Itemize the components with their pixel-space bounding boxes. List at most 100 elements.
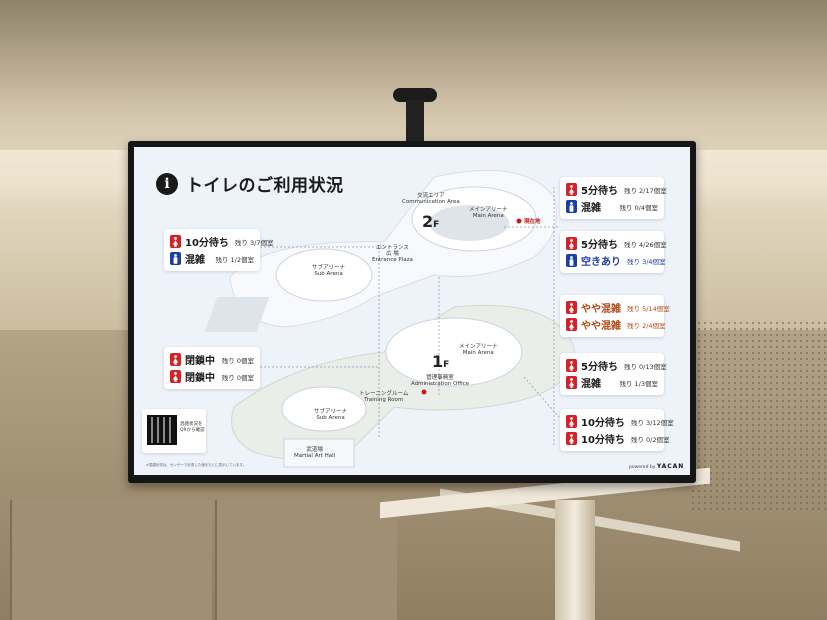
toilet-status-label: やや混雑 (581, 321, 621, 332)
toilet-status-card-1f-right-middle: 5分待ち残り 0/13個室混雑 残り 1/3個室 (560, 353, 667, 395)
wall-panel (10, 500, 212, 620)
toilet-status-row: 閉鎖中残り 0個室 (170, 351, 254, 368)
toilet-remaining-stalls: 残り 1/2個室 (215, 255, 254, 264)
map-1f-sub-arena (281, 386, 367, 432)
mount-pole (406, 100, 424, 144)
toilet-status-label: 閉鎖中 (185, 373, 215, 384)
female-toilet-icon (170, 370, 181, 383)
toilet-status-row: 混雑 残り 0/4個室 (566, 198, 658, 215)
toilet-status-label: やや混雑 (581, 304, 621, 315)
qr-code[interactable] (147, 415, 177, 445)
mesh-panel (690, 320, 827, 510)
toilet-status-row: 10分待ち残り 3/12個室 (566, 413, 674, 430)
info-icon: i (156, 172, 178, 195)
toilet-status-label: 5分待ち (581, 362, 618, 373)
toilet-status-row: やや混雑残り 2/4個室 (566, 316, 666, 333)
toilet-remaining-stalls: 残り 4/26個室 (623, 240, 667, 249)
toilet-status-label: 混雑 (185, 255, 205, 266)
floor-map (204, 169, 575, 468)
male-toilet-icon (566, 254, 577, 267)
toilet-status-row: 5分待ち残り 0/13個室 (566, 357, 667, 374)
toilet-status-row: 混雑 残り 1/2個室 (170, 250, 254, 267)
toilet-status-row: 混雑 残り 1/3個室 (566, 374, 658, 391)
current-location-dot (516, 218, 522, 224)
toilet-remaining-stalls: 残り 2/4個室 (627, 321, 666, 330)
wall-panel (215, 500, 397, 620)
map-1f-platform (231, 304, 575, 459)
toilet-remaining-stalls: 残り 0/2個室 (630, 435, 670, 444)
female-toilet-icon (566, 359, 577, 372)
toilet-status-card-2f-right-bottom: 5分待ち残り 4/26個室空きあり残り 3/4個室 (560, 231, 667, 273)
toilet-status-row: 閉鎖中残り 0個室 (170, 368, 254, 385)
toilet-status-card-2f-right-top: 5分待ち残り 2/17個室混雑 残り 0/4個室 (560, 177, 667, 219)
toilet-status-label: 5分待ち (581, 186, 618, 197)
female-toilet-icon (566, 432, 577, 445)
current-location-label: 現在地 (524, 219, 541, 225)
female-toilet-icon (566, 376, 577, 389)
sign-title: トイレのご利用状況 (186, 176, 344, 196)
toilet-status-row: 5分待ち残り 2/17個室 (566, 181, 667, 198)
toilet-status-row: 5分待ち残り 4/26個室 (566, 235, 667, 252)
toilet-remaining-stalls: 残り 1/3個室 (619, 379, 658, 388)
toilet-status-label: 混雑 (581, 379, 601, 390)
toilet-status-label: 混雑 (581, 203, 601, 214)
connector-line (523, 376, 560, 418)
toilet-remaining-stalls: 残り 0個室 (221, 373, 254, 382)
toilet-status-row: 10分待ち残り 0/2個室 (566, 430, 669, 447)
toilet-status-row: 空きあり残り 3/4個室 (566, 252, 666, 269)
toilet-status-row: 10分待ち残り 3/7個室 (170, 233, 273, 250)
pillar (555, 500, 595, 620)
toilet-remaining-stalls: 残り 3/4個室 (627, 257, 666, 266)
toilet-status-label: 閉鎖中 (185, 356, 215, 367)
toilet-remaining-stalls: 残り 0/13個室 (623, 362, 667, 371)
floor-label-2f: 2F (422, 212, 440, 231)
toilet-remaining-stalls: 残り 3/12個室 (630, 418, 674, 427)
female-toilet-icon (566, 301, 577, 314)
female-toilet-icon (566, 183, 577, 196)
toilet-status-label: 10分待ち (581, 435, 625, 446)
toilet-remaining-stalls: 残り 5/14個室 (627, 304, 670, 313)
female-toilet-icon (566, 318, 577, 331)
sign-header: i トイレのご利用状況 (156, 171, 344, 196)
toilet-remaining-stalls: 残り 0個室 (221, 356, 254, 365)
floor-label-1f: 1F (432, 352, 450, 371)
map-1f-main-arena (385, 317, 523, 387)
current-location-dot (421, 389, 427, 395)
female-toilet-icon (170, 353, 181, 366)
footnote: ※混雑状況は、センサーで計測した値をもとに表示しています。 (146, 463, 247, 467)
brand-logo: YACAN (656, 463, 685, 470)
toilet-remaining-stalls: 残り 0/4個室 (619, 203, 658, 212)
female-toilet-icon (566, 415, 577, 428)
toilet-status-label: 10分待ち (185, 238, 229, 249)
female-toilet-icon (566, 237, 577, 250)
toilet-status-card-1f-left: 閉鎖中残り 0個室閉鎖中残り 0個室 (164, 347, 260, 389)
male-toilet-icon (170, 252, 181, 265)
map-2f-sub-arena (275, 248, 373, 302)
toilet-status-card-2f-left: 10分待ち残り 3/7個室混雑 残り 1/2個室 (164, 229, 273, 271)
map-1f-martial-hall (283, 438, 355, 468)
toilet-status-label: 空きあり (581, 257, 621, 268)
female-toilet-icon (170, 235, 181, 248)
toilet-remaining-stalls: 残り 2/17個室 (623, 186, 667, 195)
powered-by: powered by YACAN (629, 463, 685, 470)
toilet-status-label: 10分待ち (581, 418, 625, 429)
toilet-status-card-1f-right-top: やや混雑残り 5/14個室やや混雑残り 2/4個室 (560, 295, 670, 337)
male-toilet-icon (566, 200, 577, 213)
ceiling-mount (393, 88, 437, 102)
toilet-status-label: 5分待ち (581, 240, 618, 251)
toilet-status-row: やや混雑残り 5/14個室 (566, 299, 670, 316)
